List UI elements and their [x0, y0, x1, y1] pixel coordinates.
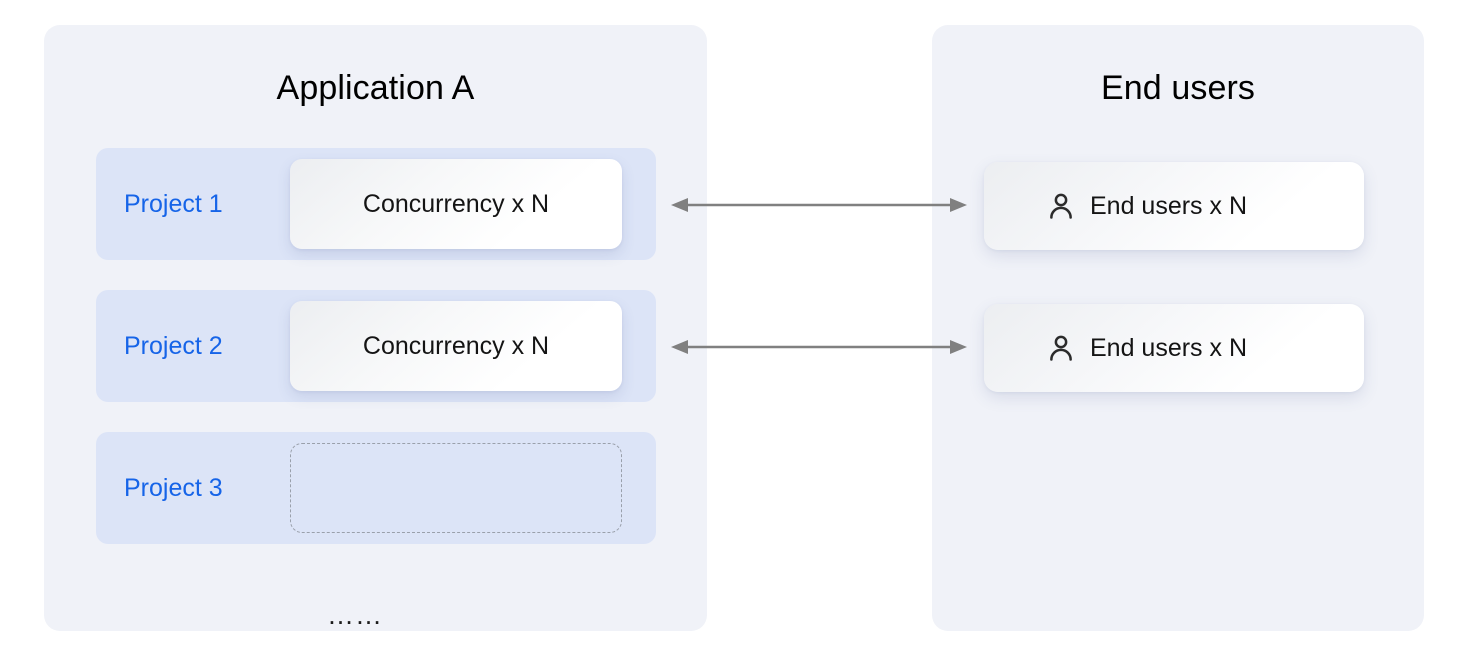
- project-label: Project 1: [124, 189, 223, 218]
- application-panel-title: Application A: [276, 69, 475, 107]
- empty-concurrency-slot[interactable]: [290, 443, 622, 533]
- end-users-panel-title: End users: [1101, 69, 1255, 107]
- more-projects-ellipsis: ……: [327, 600, 383, 630]
- end-users-card-label: End users x N: [1090, 191, 1248, 220]
- project-row[interactable]: Project 3: [96, 432, 656, 544]
- connector-arrow-project-2: [671, 340, 967, 354]
- person-icon: [1050, 193, 1072, 219]
- project-label: Project 3: [124, 473, 223, 502]
- person-icon: [1050, 335, 1072, 361]
- end-users-card[interactable]: End users x N: [984, 162, 1364, 250]
- concurrency-card[interactable]: Concurrency x N: [290, 159, 622, 249]
- end-users-panel: End users End users x N End users x N: [932, 25, 1424, 631]
- end-users-card-label: End users x N: [1090, 333, 1248, 362]
- project-row[interactable]: Project 2 Concurrency x N: [96, 290, 656, 402]
- end-users-card[interactable]: End users x N: [984, 304, 1364, 392]
- application-panel: Application A Project 1 Concurrency x N …: [44, 25, 707, 631]
- project-row[interactable]: Project 1 Concurrency x N: [96, 148, 656, 260]
- concurrency-card[interactable]: Concurrency x N: [290, 301, 622, 391]
- project-label: Project 2: [124, 331, 223, 360]
- connector-arrow-project-1: [671, 198, 967, 212]
